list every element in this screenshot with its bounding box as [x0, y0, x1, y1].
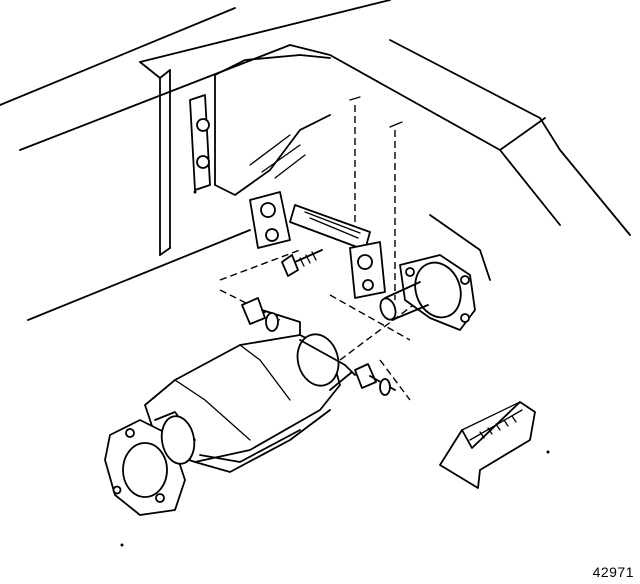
front-pipe-flange — [104, 411, 196, 516]
stray-dot — [120, 543, 124, 547]
bolt-alignment-guide — [379, 359, 411, 401]
rear-pipe-flange — [379, 254, 476, 331]
front-flange-bolts — [241, 297, 396, 396]
hanger-bolt — [281, 249, 323, 277]
figure-reference-number: 42971 — [592, 564, 634, 580]
stray-dot — [193, 190, 197, 194]
underbody-floor-pan — [0, 0, 631, 321]
stray-dot — [546, 450, 550, 454]
front-direction-arrow — [439, 401, 536, 489]
exhaust-hanger-bracket — [249, 191, 386, 299]
heat-shield-bracket — [189, 54, 331, 196]
